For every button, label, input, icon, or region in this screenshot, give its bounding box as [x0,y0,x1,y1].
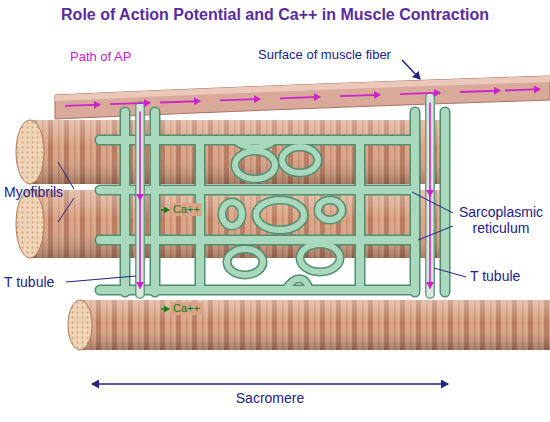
ap-path-arrows [65,89,540,106]
signal-label: Path of AP [70,50,131,65]
t-tubule [140,97,430,294]
ca-release-arrow [161,308,169,310]
sarcolemma-highlight [55,76,550,101]
ion-label: Ca++ [171,302,202,315]
part-label: Myofibrils [4,184,63,200]
part-label: Surface of muscle fiber [258,48,391,63]
part-label: Sarcoplasmic reticulum [456,204,546,236]
part-label: T tubule [470,268,520,284]
myofibril [16,120,450,184]
pointer-arrow [402,60,420,79]
leader-line [58,162,466,282]
myofibril [68,300,550,350]
sarcoplasmic-reticulum [100,112,445,292]
part-label: T tubule [4,274,54,290]
dimension-label: Sacromere [236,390,304,406]
diagram-title: Role of Action Potential and Ca++ in Mus… [0,6,550,24]
dimension-arrow [92,383,448,385]
ion-label: Ca++ [171,203,202,216]
ca-release-arrow [161,209,169,211]
